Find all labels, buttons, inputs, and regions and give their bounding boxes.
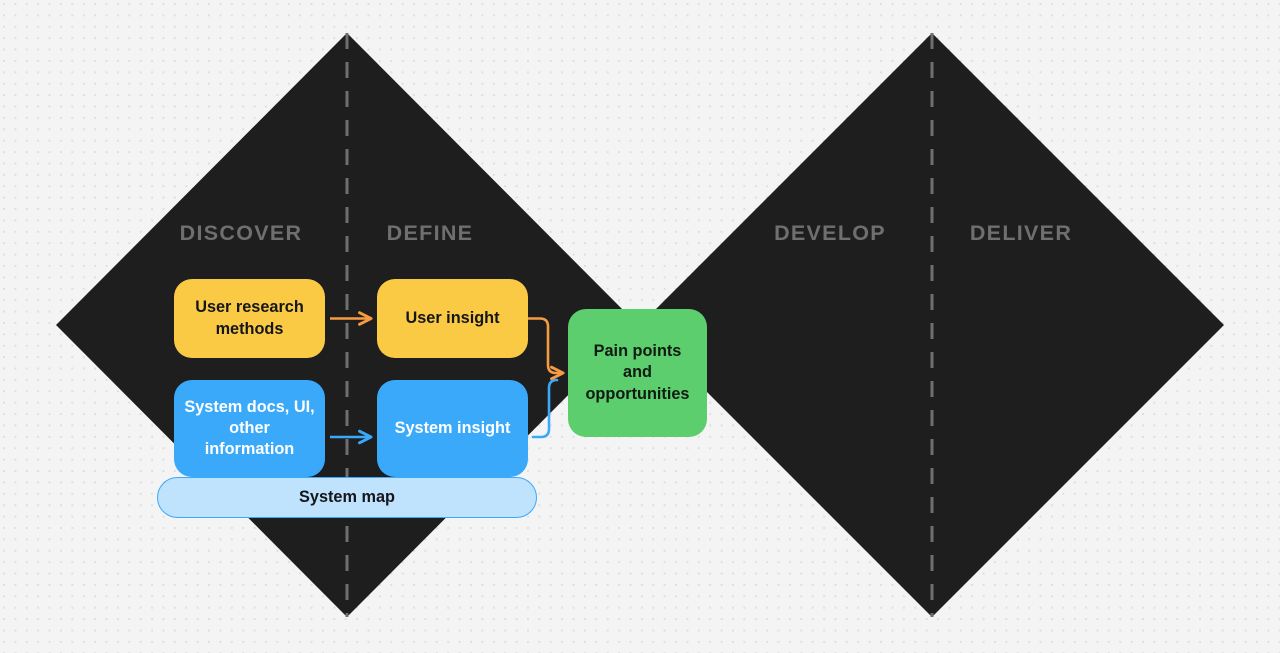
phase-label-develop: DEVELOP bbox=[774, 221, 886, 245]
connector-user-insight-to-pain-points bbox=[526, 317, 565, 381]
node-user-insight[interactable]: User insight bbox=[377, 279, 528, 358]
node-pain-points-opportunities[interactable]: Pain points and opportunities bbox=[568, 309, 707, 437]
node-system-docs[interactable]: System docs, UI, other information bbox=[174, 380, 325, 477]
phase-label-discover: DISCOVER bbox=[179, 221, 303, 245]
phase-label-define: DEFINE bbox=[386, 221, 474, 245]
node-user-research-methods[interactable]: User research methods bbox=[174, 279, 325, 358]
node-system-map[interactable]: System map bbox=[157, 477, 537, 518]
connector-system-insight-to-pain-points bbox=[531, 378, 559, 439]
phase-label-deliver: DELIVER bbox=[969, 221, 1073, 245]
node-system-insight[interactable]: System insight bbox=[377, 380, 528, 477]
